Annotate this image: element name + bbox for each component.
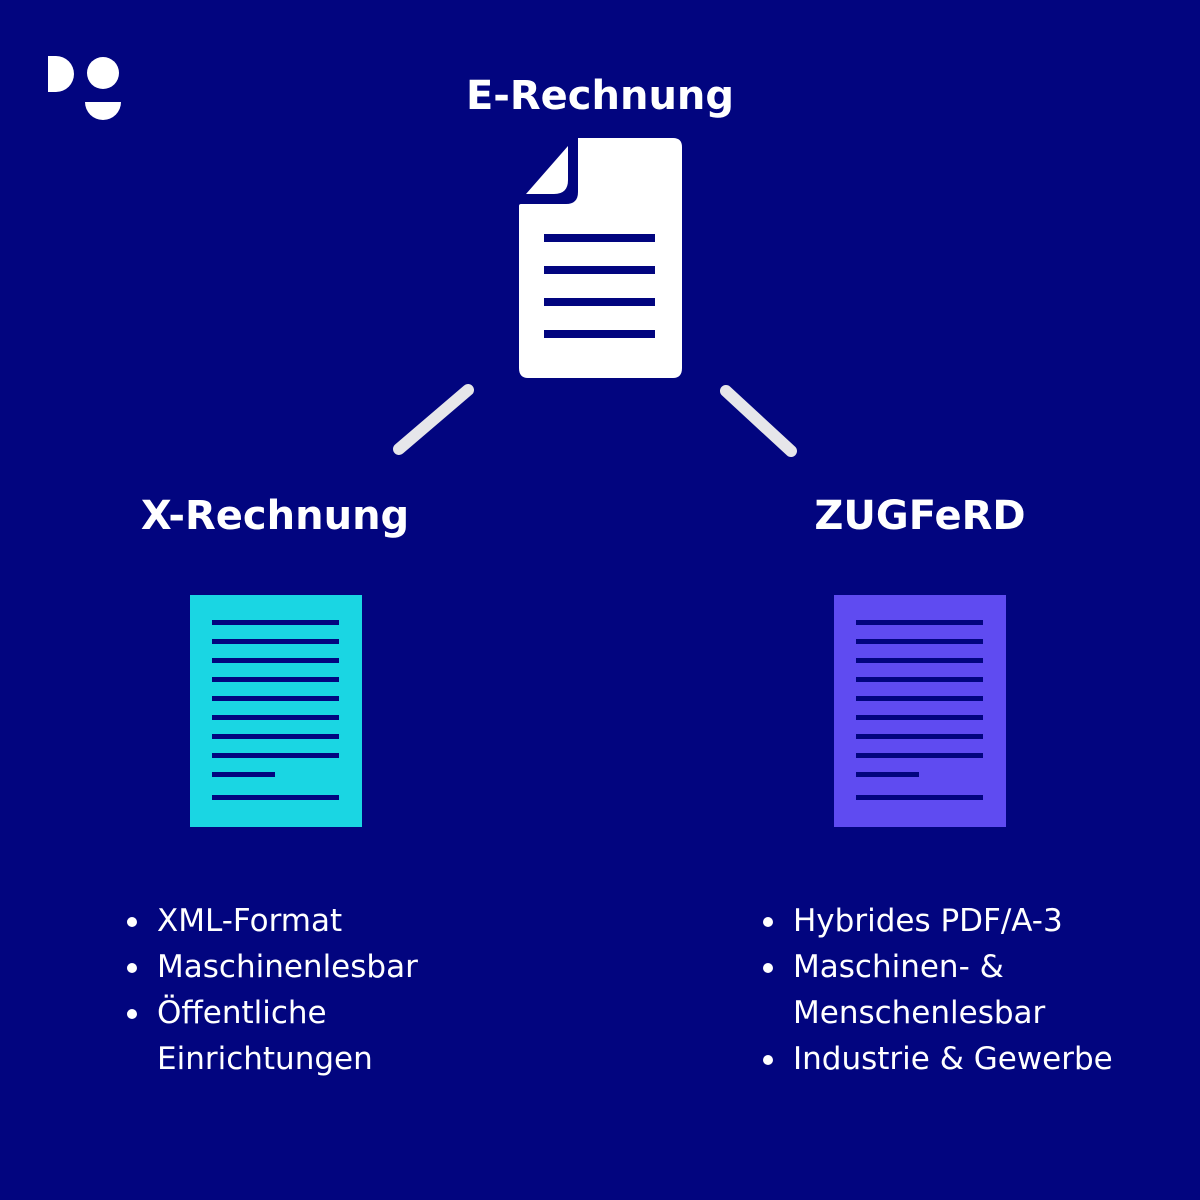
feature-text: Maschinenlesbar — [157, 949, 418, 985]
list-item: Industrie & Gewerbe — [760, 1036, 1180, 1082]
dg-logo-icon — [48, 56, 121, 120]
list-item: Maschinenlesbar — [124, 944, 524, 990]
text-document-icon — [834, 595, 1006, 827]
document-icon — [519, 138, 682, 378]
list-item: Maschinen- & Menschenlesbar — [760, 944, 1180, 1036]
root-title: E-Rechnung — [465, 73, 735, 119]
connector-right — [720, 385, 797, 457]
x-rechnung-title: X-Rechnung — [140, 493, 410, 539]
feature-text: XML-Format — [157, 903, 343, 939]
feature-text: Maschinen- & Menschenlesbar — [793, 949, 1046, 1031]
list-item: Hybrides PDF/A-3 — [760, 898, 1180, 944]
zugferd-title: ZUGFeRD — [814, 493, 1026, 539]
connector-left — [393, 384, 474, 455]
list-item: Öffentliche Einrichtungen — [124, 990, 524, 1082]
list-item: XML-Format — [124, 898, 524, 944]
zugferd-features: Hybrides PDF/A-3 Maschinen- & Menschenle… — [760, 898, 1180, 1082]
feature-text: Industrie & Gewerbe — [793, 1041, 1113, 1077]
text-document-icon — [190, 595, 362, 827]
feature-text: Hybrides PDF/A-3 — [793, 903, 1063, 939]
x-rechnung-features: XML-Format Maschinenlesbar Öffentliche E… — [124, 898, 524, 1082]
feature-text: Öffentliche Einrichtungen — [157, 995, 373, 1077]
